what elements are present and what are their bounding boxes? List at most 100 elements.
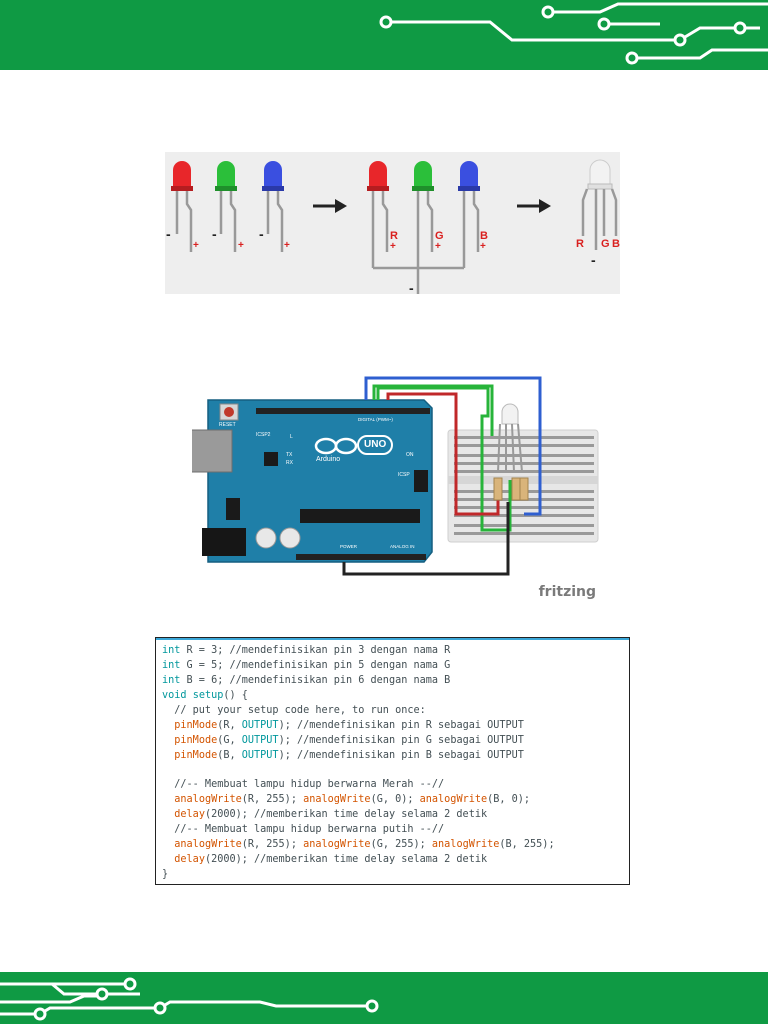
code-token: analogWrite xyxy=(303,839,371,851)
power-analog-header xyxy=(296,554,426,560)
rgb-led-illustration xyxy=(171,159,618,294)
b-label: B xyxy=(480,230,488,242)
digital-label: DIGITAL (PWM~) xyxy=(358,417,393,422)
code-listing: int R = 3; //mendefinisikan pin 3 dengan… xyxy=(155,637,630,885)
code-token: int xyxy=(162,645,181,656)
code-token: (R, 255); xyxy=(241,839,304,851)
code-token xyxy=(162,839,174,850)
code-token: //-- Membuat lampu hidup berwarna Merah … xyxy=(162,779,445,791)
resistor xyxy=(493,477,503,501)
code-token: int xyxy=(162,674,181,686)
code-token: int xyxy=(162,659,181,671)
code-token: R = 3; //mendefinisikan pin 3 dengan nam… xyxy=(180,645,451,656)
green-wire xyxy=(376,386,512,532)
r-label: R xyxy=(576,238,584,250)
code-token xyxy=(162,854,174,865)
code-token: () { xyxy=(223,689,248,701)
led-red-wired xyxy=(367,161,389,268)
code-line: } xyxy=(162,868,555,883)
code-line: void setup() { xyxy=(162,689,555,704)
plus-label: + xyxy=(238,240,244,251)
code-line: // put your setup code here, to run once… xyxy=(162,704,555,719)
code-line xyxy=(162,764,555,779)
code-token: ); //mendefinisikan pin R sebagai OUTPUT xyxy=(278,719,524,731)
minus-label: - xyxy=(259,226,264,242)
plus-label: + xyxy=(435,241,441,252)
code-token xyxy=(162,750,174,761)
g-label: G xyxy=(601,238,610,250)
code-token: G = 5; //mendefinisikan pin 5 dengan nam… xyxy=(180,659,451,671)
code-line: pinMode(G, OUTPUT); //mendefinisikan pin… xyxy=(162,734,555,749)
code-token: analogWrite xyxy=(431,839,500,851)
code-token: (G, xyxy=(217,734,242,746)
b-label: B xyxy=(612,238,620,250)
led-red-single xyxy=(171,161,193,252)
led-blue-single xyxy=(262,161,284,252)
code-token: (2000); //memberikan time delay selama 2… xyxy=(204,854,488,866)
code-token: // put your setup code here, to run once… xyxy=(162,704,426,716)
code-token: (B, 0); xyxy=(487,794,531,806)
g-label: G xyxy=(435,230,444,242)
code-token: analogWrite xyxy=(174,794,242,806)
code-token: delay xyxy=(174,809,205,821)
code-token: (B, 255); xyxy=(499,839,555,851)
minus-label: - xyxy=(166,226,171,242)
icsp-label: ICSP xyxy=(398,472,410,478)
arduino-wiring-diagram: RESET ICSP2 DIGITAL (PWM~) L TX RX UNO A… xyxy=(185,372,604,604)
on-label: ON xyxy=(406,452,414,458)
rgb-led-diagram: - + - + - + R + G + B + - R G B - xyxy=(165,152,620,296)
plus-label: + xyxy=(480,241,486,252)
code-line: delay(2000); //memberikan time delay sel… xyxy=(162,808,555,823)
code-token: analogWrite xyxy=(174,839,242,851)
code-token: //-- Membuat lampu hidup berwarna putih … xyxy=(162,824,445,836)
code-token: pinMode xyxy=(174,719,218,731)
minus-label: - xyxy=(591,252,596,268)
code-line: //-- Membuat lampu hidup berwarna putih … xyxy=(162,823,555,838)
plus-label: + xyxy=(284,240,290,251)
code-line: pinMode(B, OUTPUT); //mendefinisikan pin… xyxy=(162,749,555,764)
reset-label: RESET xyxy=(219,422,236,428)
uno-text: UNO xyxy=(364,439,387,450)
fritzing-credit: fritzing xyxy=(538,584,596,600)
tx-label: TX xyxy=(286,452,293,458)
arrow-right-icon xyxy=(313,199,347,213)
led-blue-wired xyxy=(458,161,480,268)
code-token: (G, 255); xyxy=(370,839,432,851)
code-token: ); //mendefinisikan pin G sebagai OUTPUT xyxy=(278,734,524,746)
code-token: (2000); //memberikan time delay selama 2… xyxy=(204,809,488,821)
code-token: OUTPUT xyxy=(241,719,279,731)
red-wire xyxy=(386,392,500,516)
code-token: analogWrite xyxy=(303,794,371,806)
top-banner xyxy=(0,0,768,70)
code-token: } xyxy=(162,869,169,881)
minus-label: - xyxy=(212,226,217,242)
icsp-header xyxy=(414,470,428,492)
capacitor xyxy=(255,527,277,549)
power-jack xyxy=(202,528,246,556)
common-cathode-wire xyxy=(373,266,464,294)
code-token: analogWrite xyxy=(419,794,488,806)
code-token: void xyxy=(162,689,187,701)
code-token: ); //mendefinisikan pin B sebagai OUTPUT xyxy=(278,749,524,761)
usb-port xyxy=(185,429,233,473)
code-lines: int R = 3; //mendefinisikan pin 3 dengan… xyxy=(162,644,555,883)
code-line: delay(2000); //memberikan time delay sel… xyxy=(162,853,555,868)
code-top-border xyxy=(156,638,629,640)
code-token xyxy=(162,809,174,820)
code-token: delay xyxy=(174,854,205,866)
black-ground-wire xyxy=(342,502,510,576)
resistor xyxy=(511,477,521,501)
code-token: OUTPUT xyxy=(241,734,279,746)
resistor xyxy=(519,477,529,501)
led-green-single xyxy=(215,161,237,252)
arrow-right-icon xyxy=(517,199,551,213)
code-token xyxy=(162,794,174,805)
code-token: OUTPUT xyxy=(241,749,279,761)
digital-header xyxy=(256,408,430,414)
code-token: pinMode xyxy=(174,734,218,746)
code-line: pinMode(R, OUTPUT); //mendefinisikan pin… xyxy=(162,719,555,734)
led-rgb xyxy=(581,159,618,250)
code-line: analogWrite(R, 255); analogWrite(G, 0); … xyxy=(162,793,555,808)
code-token: pinMode xyxy=(174,749,218,761)
plus-label: + xyxy=(390,241,396,252)
